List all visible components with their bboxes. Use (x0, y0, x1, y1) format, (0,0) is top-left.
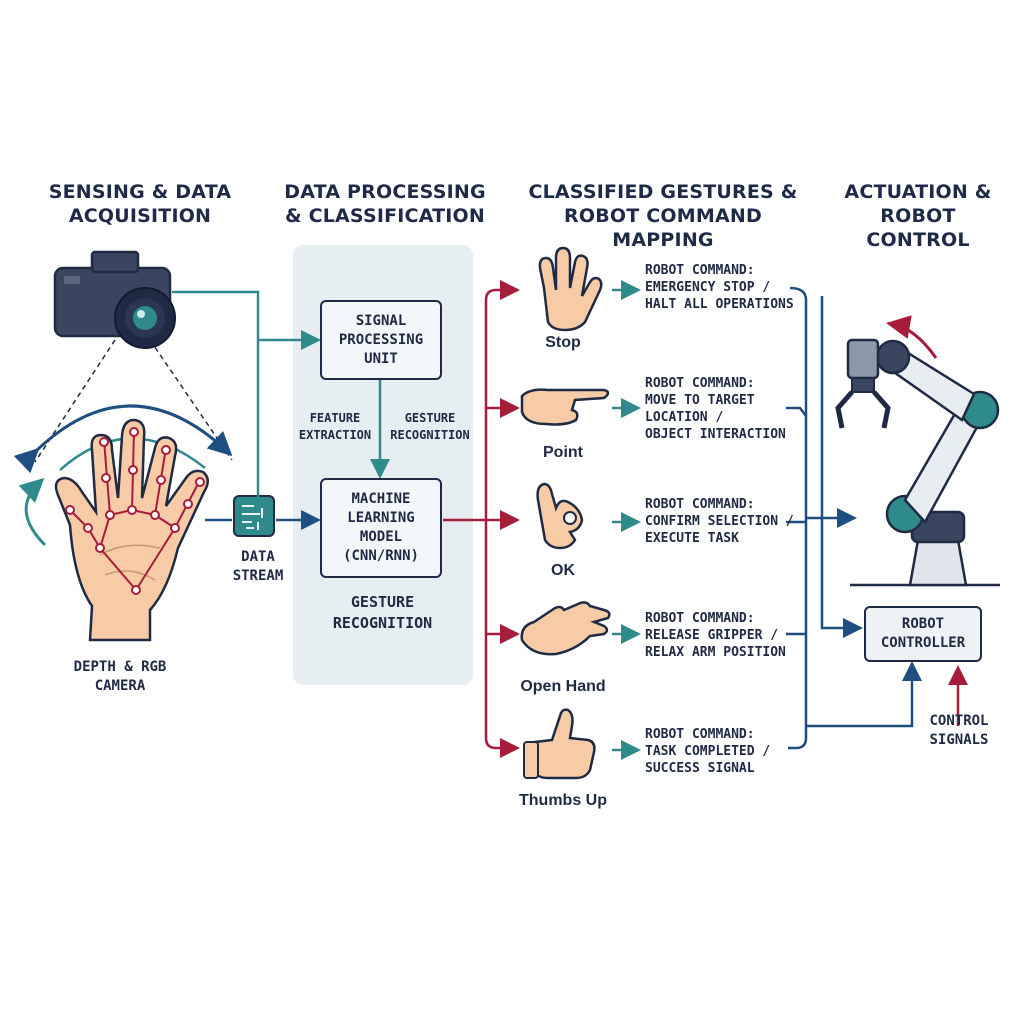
command-open-hand-line2: RELEASE GRIPPER / (645, 628, 779, 643)
header-sensing-line2: ACQUISITION (68, 205, 212, 227)
command-open-hand: ROBOT COMMAND: RELEASE GRIPPER / RELAX A… (645, 610, 786, 661)
robot-arm-icon (835, 315, 1000, 587)
gesture-rec-small-line1: GESTURE (404, 411, 456, 425)
camera-icon (53, 250, 176, 349)
header-mapping-line1: CLASSIFIED GESTURES & (528, 181, 798, 203)
command-ok: ROBOT COMMAND: CONFIRM SELECTION / EXECU… (645, 496, 794, 547)
camera-label-line1: DEPTH & RGB (73, 659, 167, 675)
gesture-label-point: Point (543, 444, 583, 461)
command-stop-line2: EMERGENCY STOP / (645, 280, 771, 295)
spu-line1: SIGNAL (355, 312, 407, 329)
header-processing-line2: & CLASSIFICATION (284, 205, 486, 227)
robot-controller-box: ROBOT CONTROLLER (864, 606, 982, 662)
ok-hand-icon (536, 482, 584, 550)
tracked-hand-icon (54, 418, 209, 642)
command-point: ROBOT COMMAND: MOVE TO TARGET LOCATION /… (645, 375, 786, 443)
control-signals-line1: CONTROL (929, 713, 989, 729)
spu-line3: UNIT (364, 350, 398, 367)
header-mapping-line2: ROBOT COMMAND MAPPING (564, 205, 762, 251)
command-point-line2: MOVE TO TARGET (645, 393, 755, 408)
open-hand-icon (520, 601, 611, 656)
stop-hand-icon (538, 246, 603, 332)
command-stop: ROBOT COMMAND: EMERGENCY STOP / HALT ALL… (645, 262, 794, 313)
feature-extraction-label: FEATURE EXTRACTION (292, 410, 378, 444)
ml-line3: MODEL (359, 529, 403, 545)
camera-to-stream-line (172, 290, 260, 498)
command-arrows (612, 280, 641, 760)
header-sensing: SENSING & DATA ACQUISITION (40, 180, 240, 228)
point-hand-icon (520, 388, 610, 426)
gesture-recognition-label: GESTURE RECOGNITION (310, 592, 455, 634)
command-ok-line2: CONFIRM SELECTION / (645, 514, 794, 529)
command-thumbs-up-line1: ROBOT COMMAND: (645, 727, 755, 742)
thumbs-up-hand-icon (523, 708, 596, 780)
control-signals-label: CONTROL SIGNALS (914, 712, 1004, 750)
command-open-hand-line1: ROBOT COMMAND: (645, 611, 755, 626)
gesture-rec-line1: GESTURE (350, 593, 415, 611)
ml-line2: LEARNING (347, 510, 415, 526)
control-signals-line2: SIGNALS (929, 732, 989, 748)
command-thumbs-up-line2: TASK COMPLETED / (645, 744, 771, 759)
command-point-line3: LOCATION / (645, 410, 724, 425)
header-sensing-line1: SENSING & DATA (48, 181, 232, 203)
command-ok-line1: ROBOT COMMAND: (645, 497, 755, 512)
scan-arc (13, 404, 233, 474)
gesture-fanout (443, 280, 520, 758)
controller-line1: ROBOT (901, 616, 945, 632)
command-open-hand-line3: RELAX ARM POSITION (645, 645, 786, 660)
controller-line2: CONTROLLER (880, 635, 966, 651)
camera-label-line2: CAMERA (94, 678, 146, 694)
camera-label: DEPTH & RGB CAMERA (60, 658, 180, 696)
command-stop-line3: HALT ALL OPERATIONS (645, 297, 794, 312)
header-processing-line1: DATA PROCESSING (284, 181, 486, 203)
data-stream-label: DATA STREAM (218, 548, 298, 586)
header-processing: DATA PROCESSING & CLASSIFICATION (280, 180, 490, 228)
data-stream-icon (233, 495, 275, 537)
gesture-recognition-small-label: GESTURE RECOGNITION (384, 410, 476, 444)
feature-line1: FEATURE (309, 411, 361, 425)
command-bus (786, 286, 922, 750)
header-actuation-line1: ACTUATION & (844, 181, 992, 203)
header-actuation-line2: ROBOT CONTROL (866, 205, 970, 251)
gesture-label-open-hand: Open Hand (520, 678, 606, 695)
gesture-rec-line2: RECOGNITION (332, 614, 433, 632)
machine-learning-model-box: MACHINE LEARNING MODEL (CNN/RNN) (320, 478, 442, 578)
header-mapping: CLASSIFIED GESTURES & ROBOT COMMAND MAPP… (518, 180, 808, 252)
data-stream-label-line2: STREAM (232, 568, 284, 584)
gesture-label-thumbs-up: Thumbs Up (519, 792, 607, 809)
spu-line2: PROCESSING (338, 331, 424, 348)
ml-line1: MACHINE (351, 491, 411, 507)
gesture-label-stop: Stop (545, 334, 581, 351)
command-stop-line1: ROBOT COMMAND: (645, 263, 755, 278)
ml-line4: (CNN/RNN) (343, 548, 419, 564)
command-point-line4: OBJECT INTERACTION (645, 427, 786, 442)
header-actuation: ACTUATION & ROBOT CONTROL (828, 180, 1008, 252)
gesture-label-ok: OK (551, 562, 575, 579)
feature-line2: EXTRACTION (298, 428, 372, 442)
data-stream-label-line1: DATA (241, 549, 275, 565)
command-point-line1: ROBOT COMMAND: (645, 376, 755, 391)
command-ok-line3: EXECUTE TASK (645, 531, 739, 546)
signal-processing-unit-box: SIGNAL PROCESSING UNIT (320, 300, 442, 380)
command-thumbs-up-line3: SUCCESS SIGNAL (645, 761, 755, 776)
gesture-rec-small-line2: RECOGNITION (390, 428, 470, 442)
command-thumbs-up: ROBOT COMMAND: TASK COMPLETED / SUCCESS … (645, 726, 770, 777)
rotation-arrow (18, 477, 47, 547)
